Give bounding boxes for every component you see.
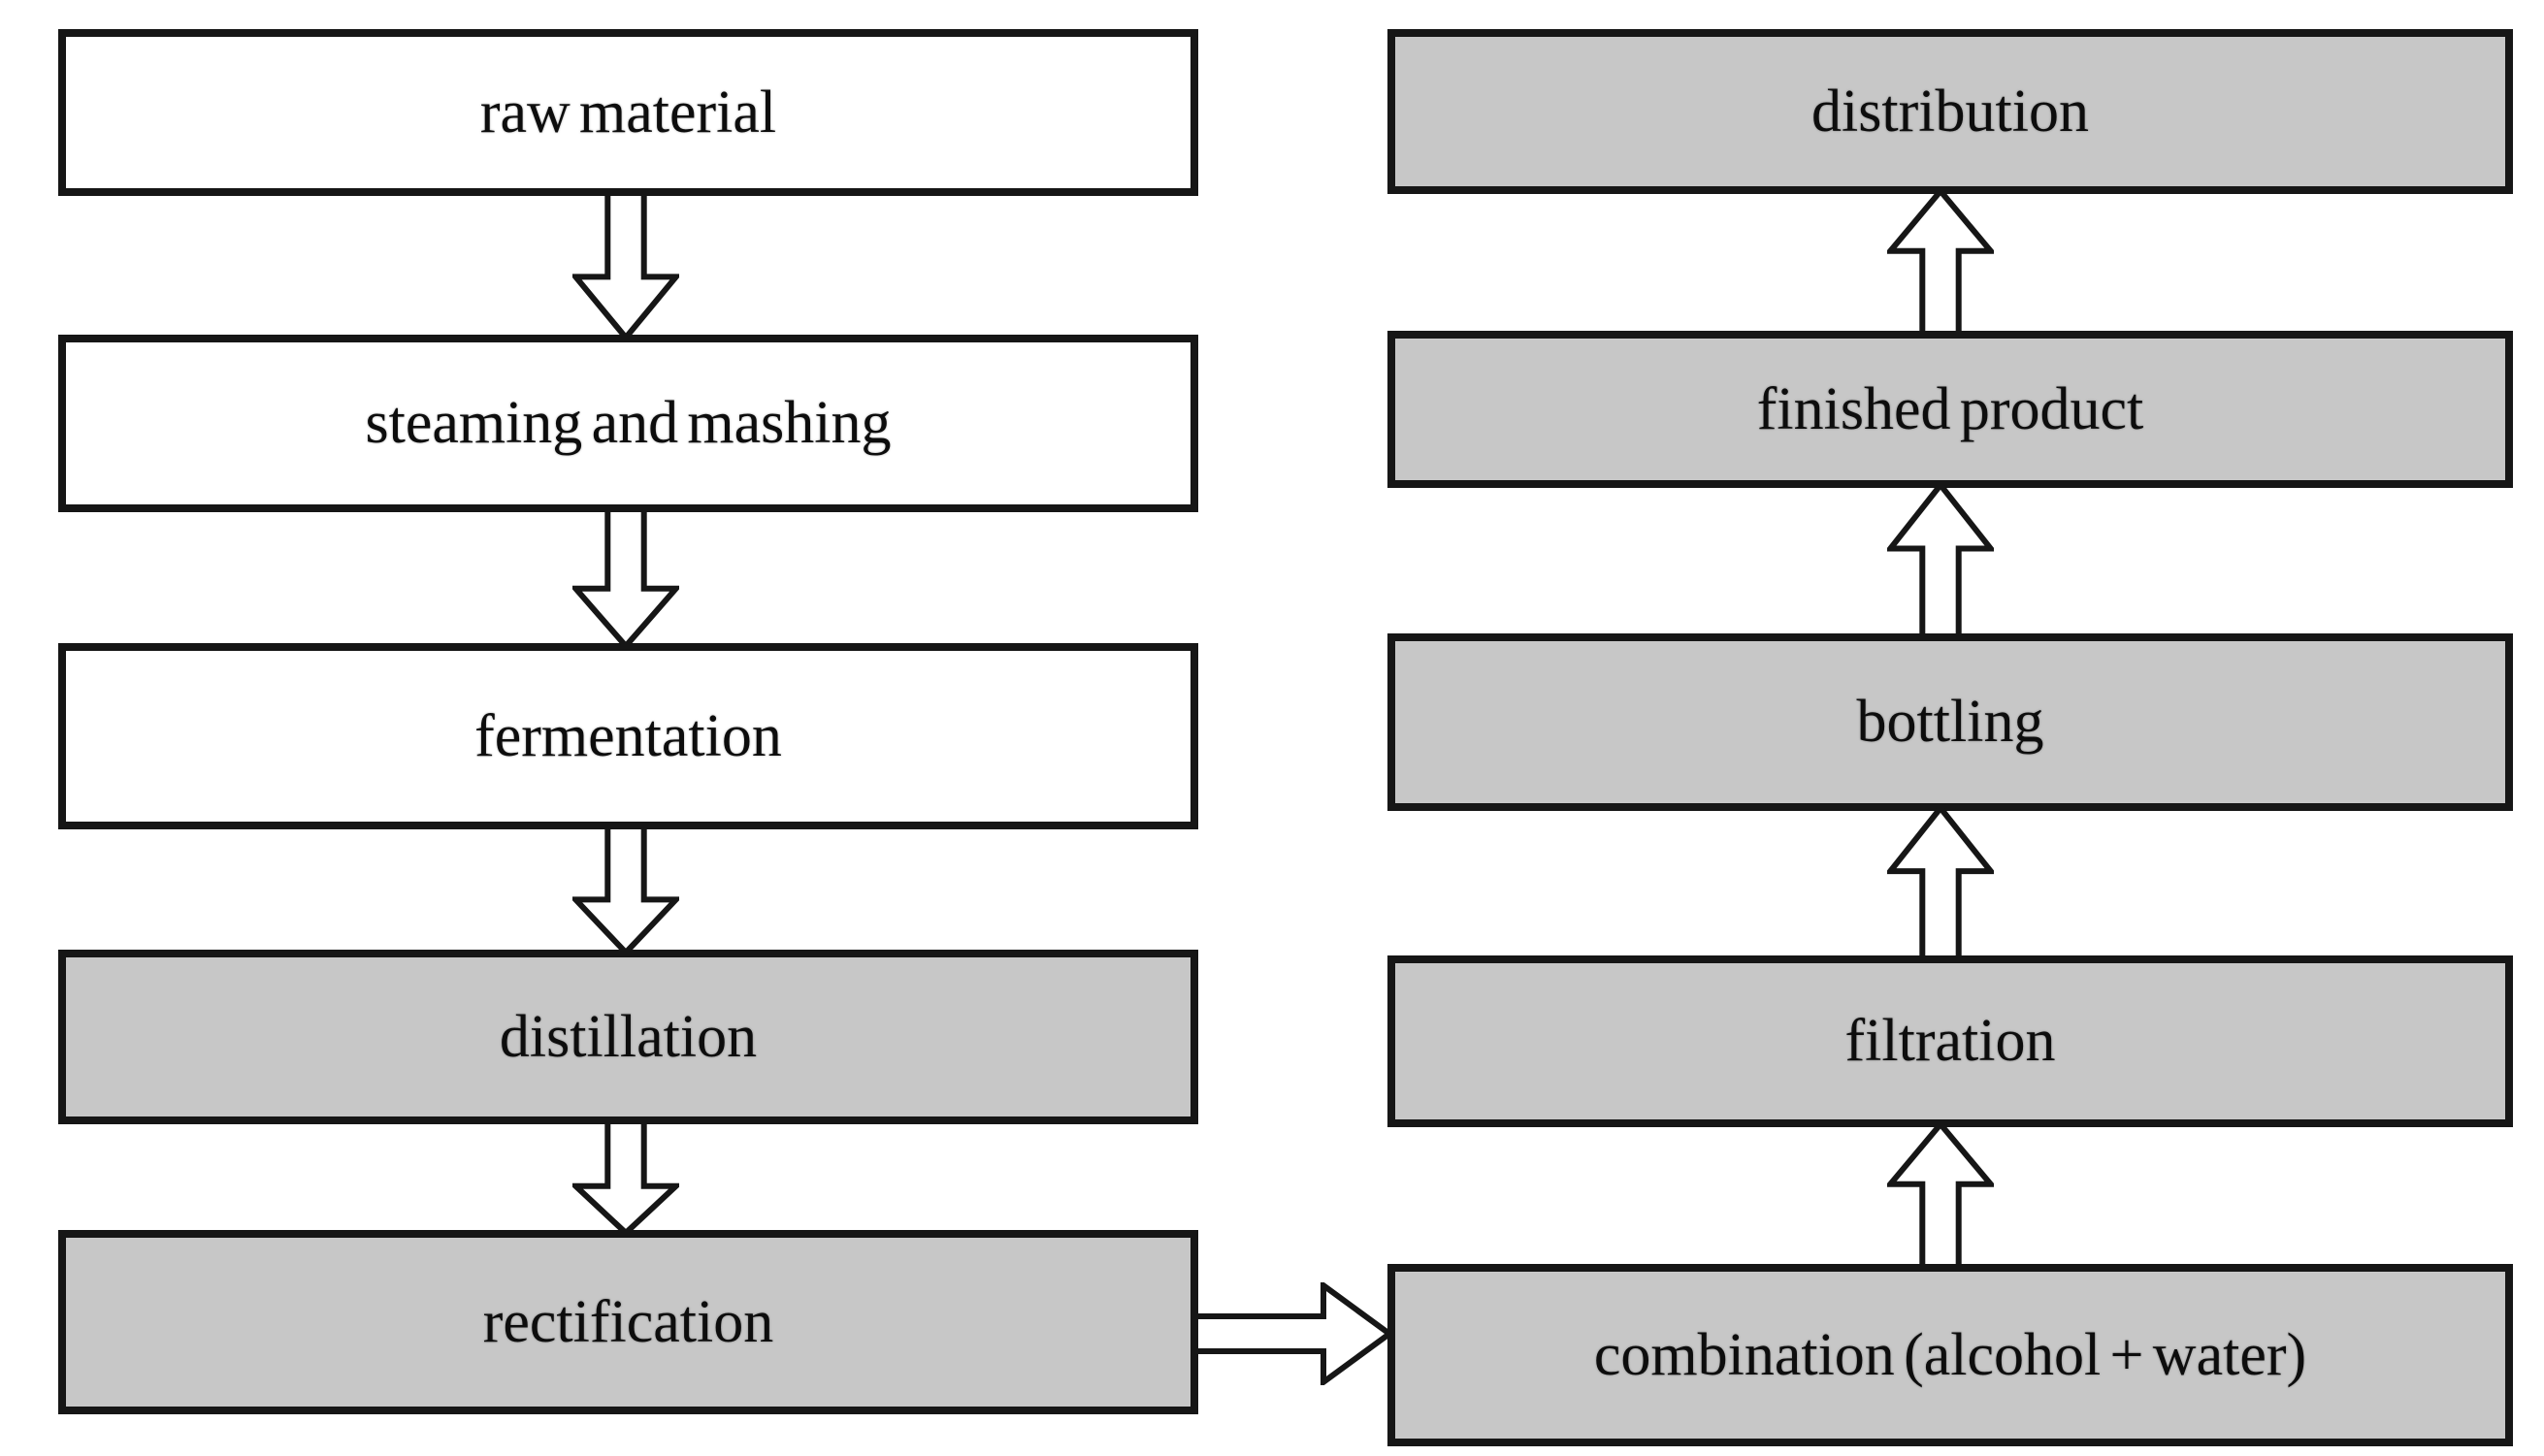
node-finished-product: finished product xyxy=(1387,331,2513,488)
node-filtration: filtration xyxy=(1387,955,2513,1127)
node-fermentation: fermentation xyxy=(58,643,1198,829)
down-arrow-icon xyxy=(572,826,679,953)
node-distribution: distribution xyxy=(1387,29,2513,194)
node-steaming-and-mashing: steaming and mashing xyxy=(58,335,1198,512)
up-arrow-icon xyxy=(1887,808,1994,958)
down-arrow-icon xyxy=(572,1121,679,1233)
down-arrow-icon xyxy=(572,509,679,646)
down-arrow-icon xyxy=(572,193,679,338)
up-arrow-icon xyxy=(1887,1124,1994,1267)
node-bottling: bottling xyxy=(1387,633,2513,811)
node-rectification: rectification xyxy=(58,1230,1198,1414)
up-arrow-icon xyxy=(1887,485,1994,636)
node-distillation: distillation xyxy=(58,950,1198,1124)
node-raw-material: raw material xyxy=(58,29,1198,196)
up-arrow-icon xyxy=(1887,191,1994,334)
node-combination-alcohol-water: combination (alcohol + water) xyxy=(1387,1264,2513,1446)
right-arrow-icon xyxy=(1195,1282,1389,1385)
